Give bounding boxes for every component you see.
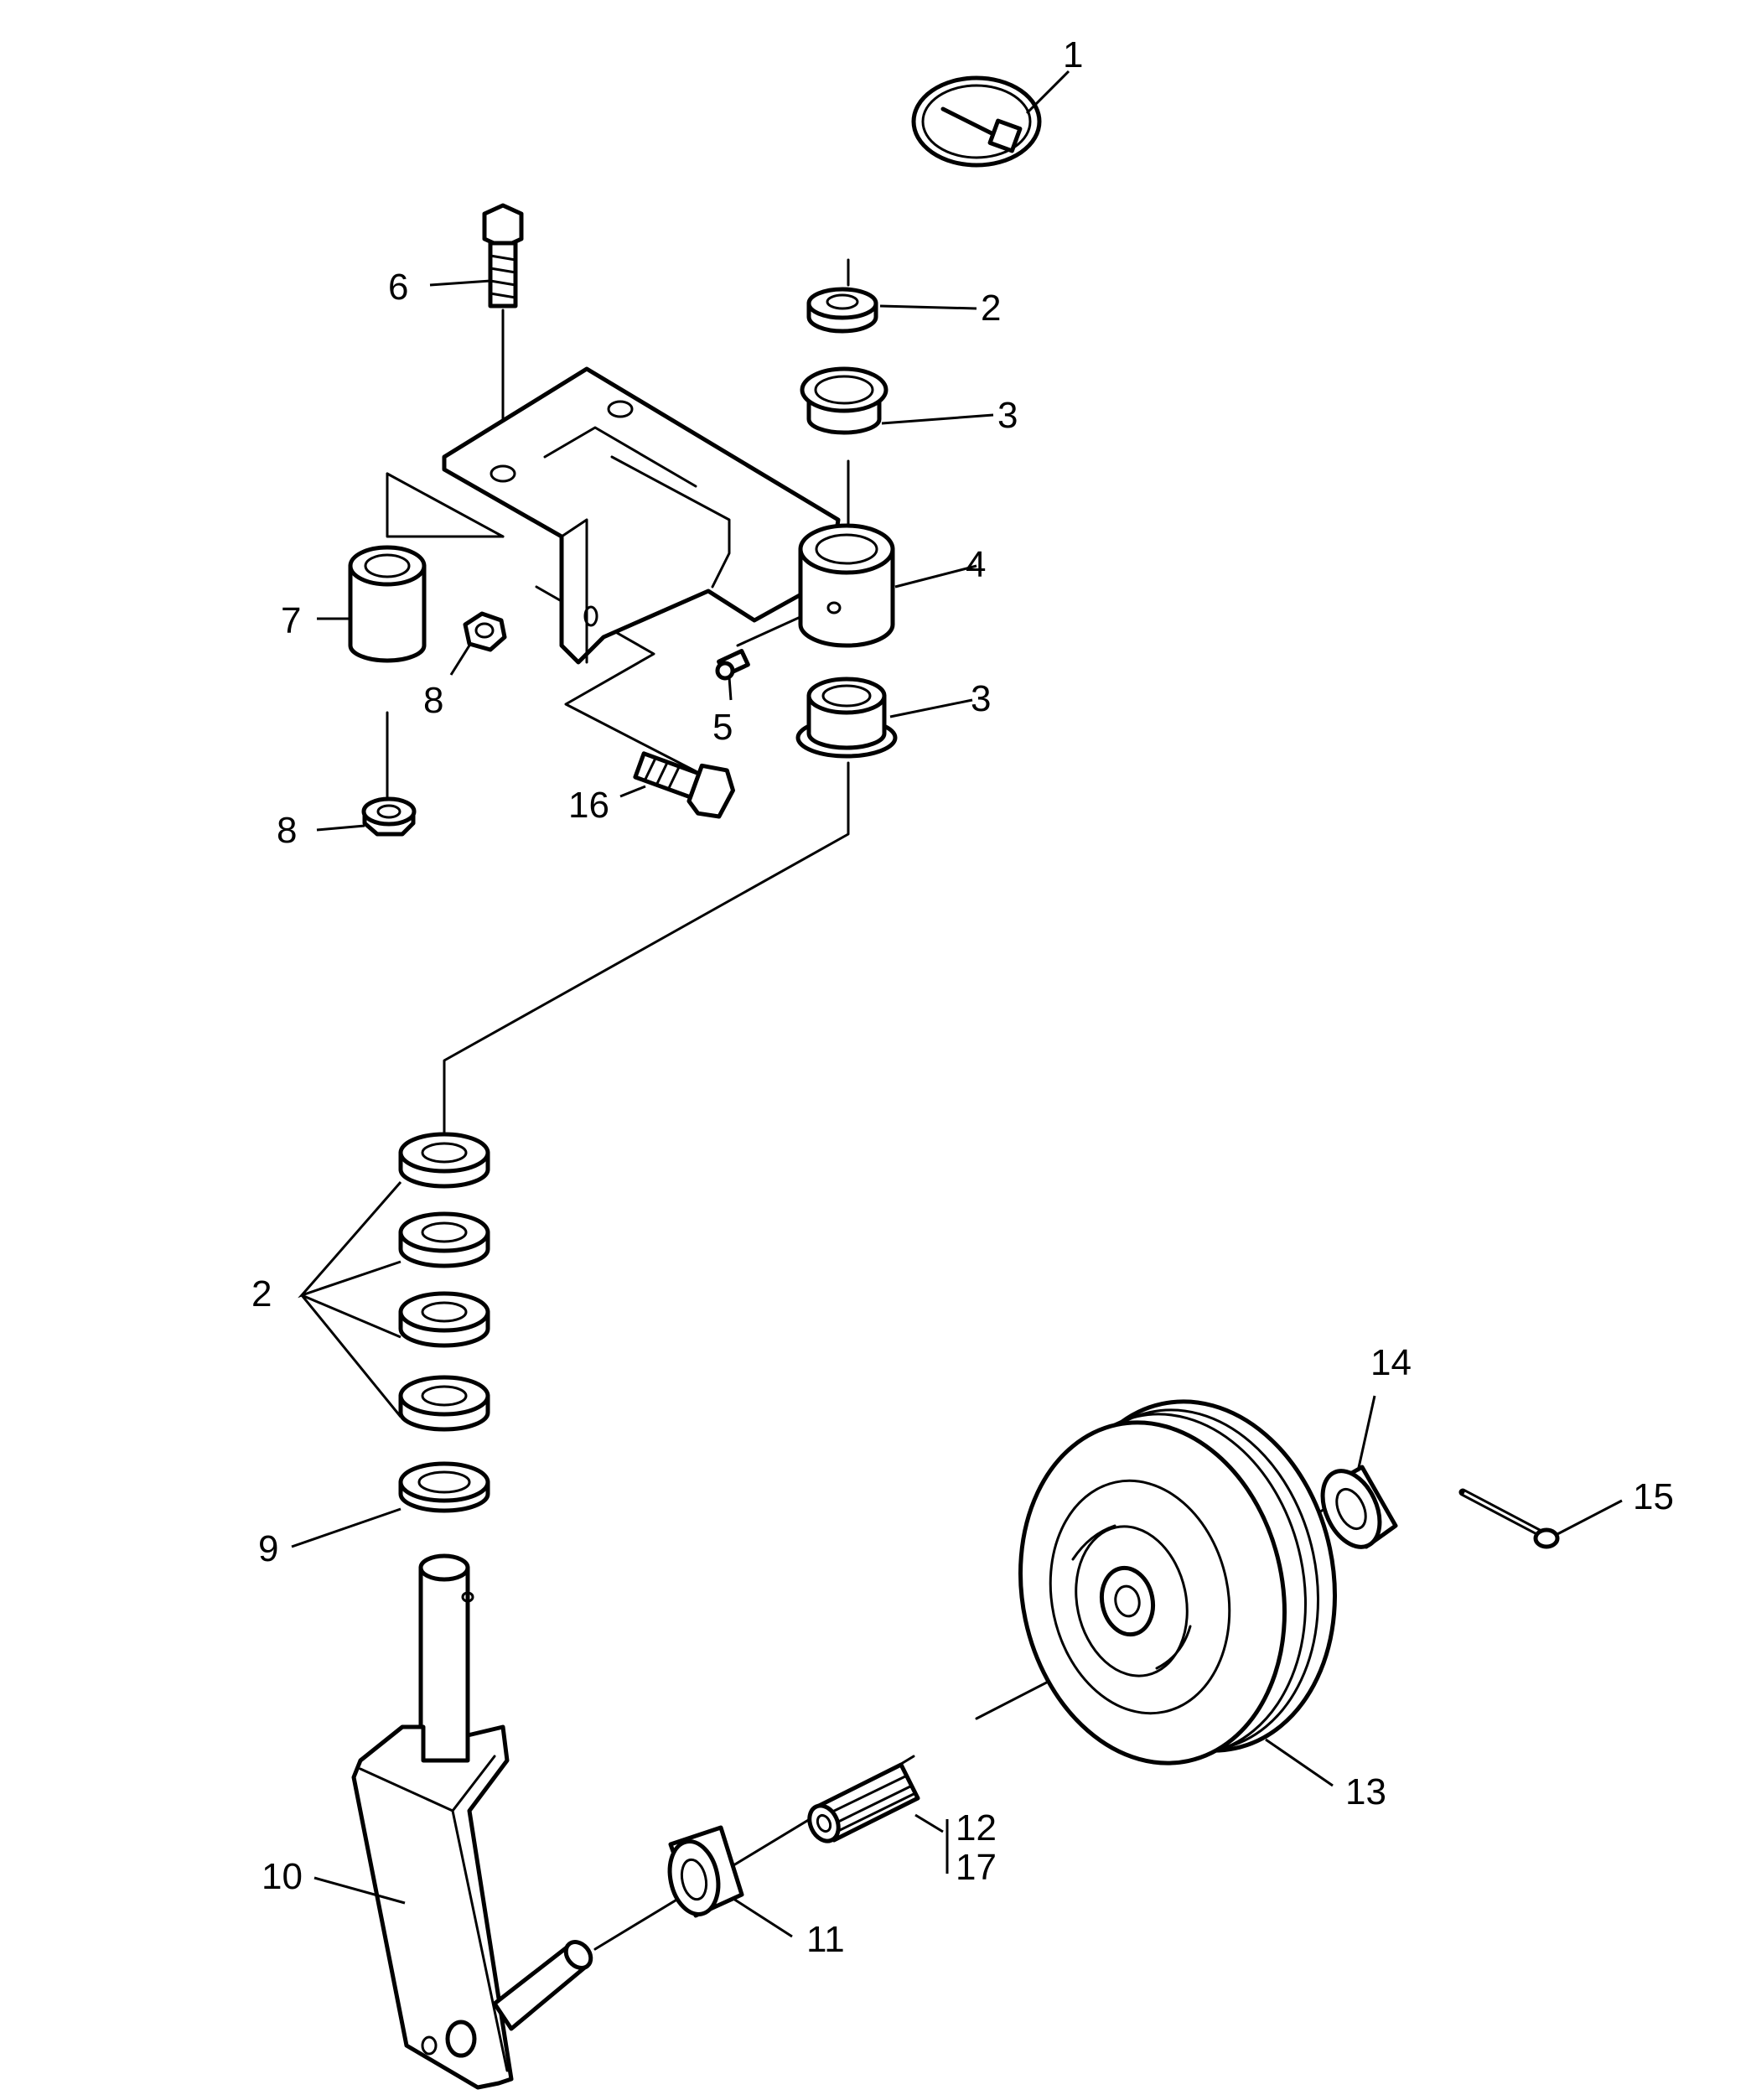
callout-4: 4	[966, 544, 986, 585]
part-3-bushing-lower	[795, 677, 898, 759]
part-3-bushing-upper	[800, 366, 888, 435]
part-4-bracket	[442, 366, 895, 665]
part-1-linch-pin	[911, 75, 1042, 168]
callout-2-stack: 2	[251, 1273, 272, 1314]
callout-6: 6	[388, 267, 408, 308]
callout-8-upper: 8	[423, 680, 443, 721]
part-12-roller-bearing	[807, 1762, 920, 1843]
part-8-nut-upper	[463, 611, 507, 652]
callout-10: 10	[262, 1856, 303, 1897]
callout-5: 5	[712, 707, 733, 748]
part-6-bolt	[482, 203, 524, 309]
part-9-washer	[398, 1461, 490, 1513]
callout-labels: 1 2 3 4 3 5 6 7 8 8 16 2 9 10 11 12 17 1…	[251, 34, 1674, 1960]
callout-14: 14	[1370, 1342, 1412, 1383]
callout-11: 11	[806, 1919, 845, 1960]
part-16-bolt	[633, 751, 736, 819]
part-15-pin	[1458, 1488, 1560, 1549]
callout-13: 13	[1345, 1771, 1386, 1812]
part-7-spacer-tube	[348, 545, 427, 663]
callout-15: 15	[1633, 1476, 1674, 1517]
part-11-washer	[667, 1825, 744, 1918]
part-10-caster-fork	[351, 1553, 593, 2090]
callout-2-top: 2	[981, 288, 1001, 329]
part-13-wheel	[1018, 1399, 1337, 1766]
callout-1: 1	[1063, 34, 1083, 75]
callout-3-upper: 3	[997, 395, 1018, 436]
callout-8-lower: 8	[277, 810, 297, 851]
part-2-washer-stack	[398, 1132, 490, 1432]
callout-16: 16	[568, 785, 609, 826]
part-14-washer	[1320, 1465, 1398, 1549]
callout-7: 7	[281, 600, 301, 641]
callout-12: 12	[956, 1807, 997, 1849]
part-5-grease-fitting	[715, 649, 750, 681]
callout-leaders	[291, 70, 1623, 1938]
callout-9: 9	[258, 1528, 278, 1569]
part-8-nut-lower	[361, 796, 417, 837]
part-2-washer-top	[806, 287, 878, 334]
callout-3-lower: 3	[971, 678, 991, 719]
callout-17: 17	[956, 1847, 997, 1888]
